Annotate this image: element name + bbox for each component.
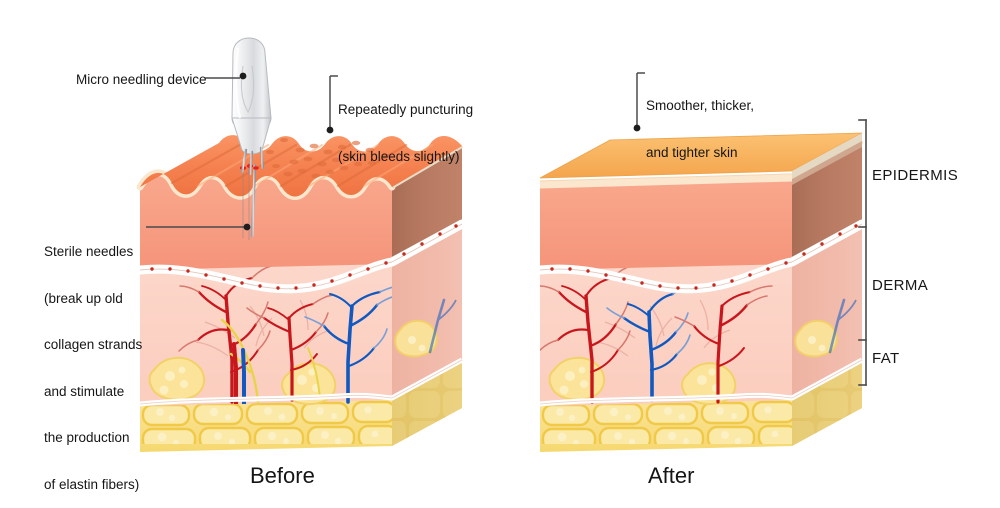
label-puncturing-line1: Repeatedly puncturing (338, 102, 474, 117)
before-derma-layer (140, 224, 462, 406)
layer-brackets (858, 119, 867, 386)
leader-lines (146, 72, 645, 228)
before-skin-pores (266, 137, 391, 179)
before-skin-block (135, 37, 467, 452)
label-needles-line1: Sterile needles (44, 244, 134, 259)
label-needles-line4: and stimulate (44, 383, 125, 399)
layer-label-epidermis: EPIDERMIS (872, 167, 959, 184)
caption-after: After (648, 463, 695, 488)
after-skin-block (535, 132, 867, 452)
layer-label-fat: FAT (872, 350, 900, 367)
before-side-vessels (428, 298, 457, 354)
micro-needling-device (231, 37, 272, 176)
leader-dots (243, 124, 641, 231)
label-smoother-line1: Smoother, thicker, (646, 98, 755, 113)
label-smoother-skin: Smoother, thicker, and tighter skin (646, 67, 754, 176)
label-repeatedly-puncturing: Repeatedly puncturing (skin bleeds sligh… (338, 71, 473, 180)
caption-before: Before (250, 463, 315, 488)
after-fat-layer (540, 360, 862, 452)
label-micro-needling-device: Micro needling device (76, 72, 207, 87)
before-needle-channels (256, 174, 359, 247)
after-basement-membrane (535, 219, 867, 294)
before-fat-layer (140, 360, 462, 452)
label-puncturing-line2: (skin bleeds slightly) (338, 148, 460, 164)
after-fat-cells (541, 400, 792, 444)
leader-dot-needles (243, 223, 251, 231)
label-needles-line2: (break up old (44, 290, 123, 306)
label-needles-line5: the production (44, 430, 130, 445)
leader-dot-puncturing (326, 126, 334, 134)
before-skin-surface (140, 135, 462, 197)
label-needles-line6: of elastin fibers) (44, 476, 140, 492)
after-skin-surface (539, 132, 863, 185)
after-derma-layer (540, 224, 862, 406)
leader-dot-smoother (633, 124, 641, 132)
device-leader-dot (239, 72, 247, 80)
layer-label-derma: DERMA (872, 277, 929, 294)
label-sterile-needles: Sterile needles (break up old collagen s… (44, 213, 142, 508)
before-fat-cells (141, 400, 392, 444)
after-side-vessels (828, 298, 857, 354)
label-smoother-line2: and tighter skin (646, 144, 738, 160)
label-needles-line3: collagen strands (44, 337, 143, 352)
before-basement-membrane (135, 219, 467, 294)
